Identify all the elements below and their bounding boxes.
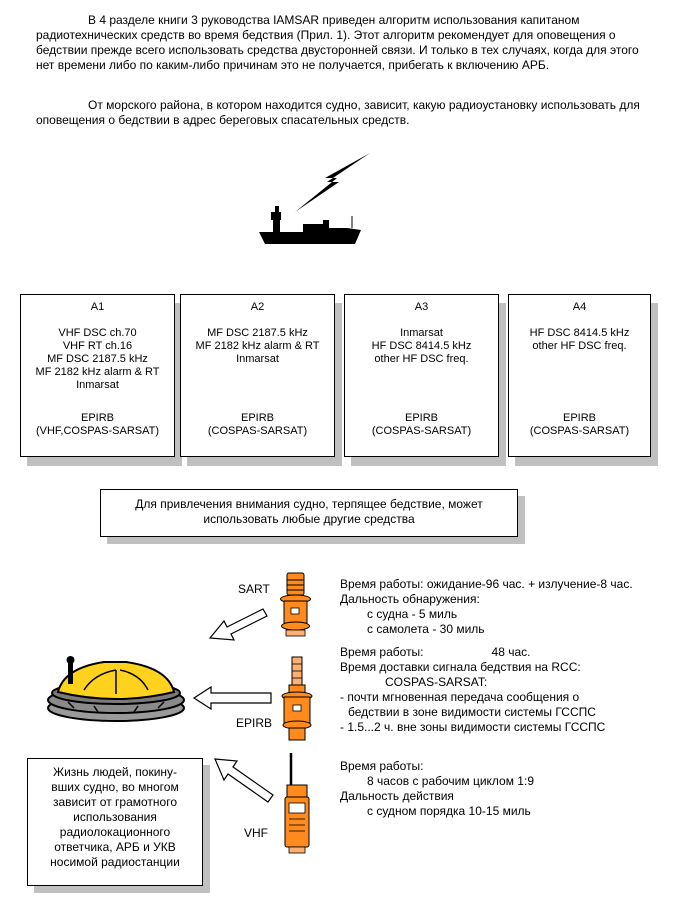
zone-epirb-line: (COSPAS-SARSAT)	[529, 425, 630, 437]
epirb-spec-line: COSPAS-SARSAT:	[385, 675, 488, 689]
epirb-hours-line: Время работы:48 час.	[340, 645, 531, 659]
zone-equipment-line: MF 2182 kHz alarm & RT	[35, 366, 160, 378]
vhf-spec-line: с судном порядка 10-15 миль	[367, 804, 531, 818]
zone-a2-box: A2 MF DSC 2187.5 kHz MF 2182 kHz alarm &…	[180, 294, 335, 457]
epirb-spec-line: Время доставки сигнала бедствия на RCC:	[340, 660, 581, 674]
sart-specs: Время работы: ожидание-96 час. + излучен…	[340, 577, 633, 637]
epirb-specs: Время работы:48 час. Время доставки сигн…	[340, 645, 605, 735]
intro-paragraph-2: От морского района, в котором находится …	[36, 98, 640, 127]
survivors-note-box: Жизнь людей, покину- вших судно, во мног…	[27, 758, 203, 886]
vhf-specs: Время работы: 8 часов с рабочим циклом 1…	[340, 759, 534, 819]
zone-title: A4	[572, 301, 587, 313]
sart-spec-line: с самолета - 30 миль	[367, 622, 485, 636]
notice-box: Для привлечения внимания судно, терпящее…	[100, 489, 518, 537]
zone-epirb-line: (VHF,COSPAS-SARSAT)	[35, 425, 160, 437]
vhf-spec-line: 8 часов с рабочим циклом 1:9	[367, 774, 534, 788]
zone-title: A3	[414, 301, 429, 313]
life-raft-icon	[47, 656, 185, 722]
arrow-from-vhf-icon	[214, 758, 274, 803]
survivors-note-line: зависит от грамотного	[53, 795, 177, 809]
sart-spec-line: с судна - 5 миль	[367, 607, 458, 621]
zone-equipment-line: Inmarsat	[400, 327, 443, 339]
zone-epirb-line: (COSPAS-SARSAT)	[207, 425, 308, 437]
zone-equipment-line: Inmarsat	[76, 379, 119, 391]
survivors-note-line: ответчика, АРБ и УКВ	[54, 840, 176, 854]
sart-spec-line: Дальность обнаружения:	[340, 592, 480, 606]
zone-equipment-line: VHF DSC ch.70	[58, 327, 137, 339]
vhf-spec-line: Дальность действия	[340, 789, 454, 803]
vhf-radio-icon	[284, 753, 310, 854]
zone-equipment-line: MF DSC 2187.5 kHz	[207, 327, 308, 339]
zone-epirb-line: EPIRB	[404, 412, 438, 424]
zone-a4-box: A4 HF DSC 8414.5 kHz other HF DSC freq. …	[508, 294, 651, 457]
zone-equipment-line: HF DSC 8414.5 kHz	[371, 340, 472, 352]
zone-equipment-line: MF DSC 2187.5 kHz	[47, 353, 148, 365]
zone-equipment-line: other HF DSC freq.	[374, 353, 469, 365]
vhf-label: VHF	[244, 826, 268, 840]
survivors-note-line: Жизнь людей, покину-	[52, 765, 178, 779]
zone-title: A1	[90, 301, 105, 313]
survivors-note-line: радиолокационного	[59, 825, 171, 839]
zone-epirb-line: EPIRB	[80, 412, 114, 424]
arrow-from-sart-icon	[208, 608, 268, 641]
intro-paragraph-1: В 4 разделе книги 3 руководства IAMSAR п…	[36, 13, 639, 72]
zone-a1-box: A1 VHF DSC ch.70 VHF RT ch.16 MF DSC 218…	[20, 294, 175, 457]
sart-device-icon	[280, 572, 311, 637]
epirb-spec-line: - 1.5...2 ч. вне зоны видимости системы …	[340, 720, 606, 734]
zone-equipment-line: MF 2182 kHz alarm & RT	[195, 340, 320, 352]
epirb-device-icon	[281, 656, 313, 741]
sart-label: SART	[238, 582, 270, 596]
ship-lightning-icon	[259, 153, 370, 244]
epirb-spec-line: бедствии в зоне видимости системы ГССПС	[348, 705, 596, 719]
epirb-label: EPIRB	[236, 716, 273, 730]
survivors-note-line: вших судно, во многом	[51, 780, 179, 794]
zone-epirb-line: EPIRB	[562, 412, 596, 424]
survivors-note-line: носимой радиостанции	[50, 855, 180, 869]
sart-spec-line: Время работы: ожидание-96 час. + излучен…	[340, 577, 633, 591]
arrow-from-epirb-icon	[192, 685, 272, 711]
zone-title: A2	[250, 301, 265, 313]
zone-epirb-line: EPIRB	[240, 412, 274, 424]
epirb-spec-line: - почти мгновенная передача сообщения о	[340, 690, 580, 704]
zone-epirb-line: (COSPAS-SARSAT)	[371, 425, 472, 437]
zone-equipment-line: HF DSC 8414.5 kHz	[529, 327, 630, 339]
vhf-spec-line: Время работы:	[340, 759, 424, 773]
notice-text: Для привлечения внимания судно, терпящее…	[135, 497, 483, 526]
survivors-note-line: использования	[73, 810, 157, 824]
zone-equipment-line: other HF DSC freq.	[532, 340, 627, 352]
zone-a3-box: A3 Inmarsat HF DSC 8414.5 kHz other HF D…	[344, 294, 499, 457]
zone-equipment-line: VHF RT ch.16	[62, 340, 133, 352]
zone-equipment-line: Inmarsat	[236, 353, 279, 365]
